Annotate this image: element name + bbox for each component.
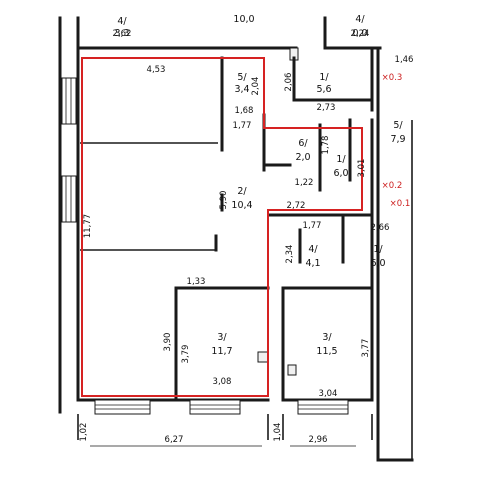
dimension-d_390: 3,90	[163, 333, 173, 352]
dimension-d_304: 3,04	[319, 389, 338, 399]
room-number-r_5b: 5/	[393, 120, 403, 131]
room-number-r_6: 6/	[298, 138, 308, 149]
dimension-d_177a: 1,77	[233, 121, 252, 131]
dimension-d_273: 2,73	[317, 103, 336, 113]
dimension-d_178: 1,78	[321, 136, 331, 155]
room-area-r_2: 10,4	[231, 200, 252, 211]
room-area-r_6: 2,0	[295, 152, 310, 163]
dimension-d_234: 2,34	[285, 245, 295, 264]
dimension-d_102: 1,02	[79, 423, 89, 442]
level-mark-m_02: ×0.2	[382, 181, 403, 191]
dimension-d_296: 2,96	[309, 435, 328, 445]
room-area-r_5b: 7,9	[390, 134, 405, 145]
dimension-d_627: 6,27	[165, 435, 184, 445]
level-mark-m_01: ×0.1	[390, 199, 411, 209]
dimension-d_104: 1,04	[273, 423, 283, 442]
room-area-r_1b: 6,0	[333, 168, 348, 179]
dimension-d_301: 3,01	[357, 159, 367, 178]
room-area-r_top_right: 0,0	[352, 28, 367, 39]
room-area-r_1c: 6,0	[370, 258, 385, 269]
room-dim-r_5a: 2,04	[251, 77, 261, 96]
dimension-d_146: 1,46	[395, 55, 414, 65]
dimension-d_377: 3,77	[361, 339, 371, 358]
room-area-r_5a: 3,4	[234, 84, 249, 95]
dimension-d_133: 1,33	[187, 277, 206, 287]
room-number-r_4: 4/	[308, 244, 318, 255]
room-number-r_top_left: 4/	[117, 16, 127, 27]
room-area-r_3a: 11,7	[211, 346, 232, 357]
dimension-d_168: 1,68	[235, 106, 254, 116]
room-number-r_top_right: 4/	[355, 14, 365, 25]
room-number-r_1a: 1/	[319, 72, 329, 83]
room-dim-r_top_right: 2,24	[351, 29, 370, 39]
dimension-d_177b: 1,77	[303, 221, 322, 231]
room-area-r_top_left: 3,3	[114, 28, 129, 39]
room-area-r_1a: 5,6	[316, 84, 331, 95]
room-number-r_1b: 1/	[336, 154, 346, 165]
dimension-d_590: 5,90	[219, 191, 229, 210]
room-number-r_5a: 5/	[237, 72, 247, 83]
room-dim-r_top_mid: 10,0	[233, 14, 254, 25]
room-number-r_3b: 3/	[322, 332, 332, 343]
room-number-r_3a: 3/	[217, 332, 227, 343]
dimension-d_272: 2,72	[287, 201, 306, 211]
top-walls	[58, 16, 382, 414]
room-dim-r_top_left: 2,62	[113, 29, 132, 39]
left-windows	[61, 77, 77, 223]
room-number-r_1c: 1/	[373, 244, 383, 255]
dimension-d_308: 3,08	[213, 377, 232, 387]
selected-unit-outline	[81, 57, 363, 397]
bottom-windows	[77, 46, 414, 462]
dimension-d_206: 2,06	[284, 73, 294, 92]
dimension-d_453: 4,53	[147, 65, 166, 75]
room-number-r_2: 2/	[237, 186, 247, 197]
level-mark-m_03: ×0.3	[382, 73, 403, 83]
dimension-d_122: 1,22	[295, 178, 314, 188]
dimension-d_266: 2,66	[371, 223, 390, 233]
dimension-d_379: 3,79	[181, 345, 191, 364]
room-area-r_4: 4,1	[305, 258, 320, 269]
room-area-r_3b: 11,5	[316, 346, 337, 357]
dimension-d_1177: 11,77	[83, 214, 93, 238]
